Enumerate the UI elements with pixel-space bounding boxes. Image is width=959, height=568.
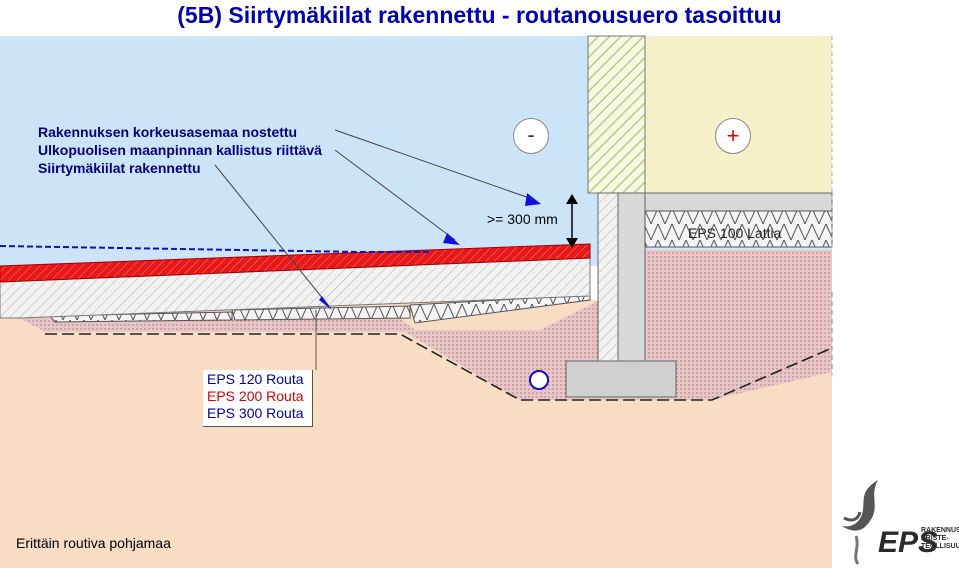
floor-insulation [644,210,833,248]
foundation-insulation [597,192,619,362]
foundation-footing [565,360,677,398]
note-line-2: Ulkopuolisen maanpinnan kallistus riittä… [38,142,322,158]
page-title: (5B) Siirtymäkiilat rakennettu - routano… [177,2,782,28]
wall-insulation [587,35,646,194]
measure-label: >= 300 mm [487,211,558,227]
wedge-insulation-1 [48,311,233,323]
legend-box: EPS 120 Routa EPS 200 Routa EPS 300 Rout… [203,370,313,427]
fill-under-floor [645,250,832,300]
eps-logo: EPS RAKENNUS- ERISTE- TEOLLISUUS [838,478,959,568]
logo-swirl-icon [842,480,878,565]
logo-text: RAKENNUS- ERISTE- TEOLLISUUS [921,527,959,550]
pointer-arrow-3 [319,296,332,310]
legend-item-2: EPS 200 Routa [207,388,304,404]
legend-item-1: EPS 120 Routa [207,371,304,387]
note-line-3: Siirtymäkiilat rakennettu [38,160,201,176]
pointer-arrow-1 [525,193,541,206]
note-line-1: Rakennuksen korkeusasemaa nostettu [38,124,298,140]
drain-pipe [529,370,549,390]
soil-label: Erittäin routiva pohjamaa [16,535,171,551]
floor-slab [644,192,833,212]
logo-mark: EPS [878,526,939,559]
minus-sign: - [513,118,549,154]
floor-label: EPS 100 Lattia [688,225,782,241]
ground-level-line [0,245,430,253]
foundation-wall [617,192,646,362]
plus-sign: + [715,118,751,154]
wedge-insulation-2 [231,305,411,321]
notes-block: Rakennuksen korkeusasemaa nostettu Ulkop… [38,123,322,177]
building-wall [645,36,832,193]
legend-item-3: EPS 300 Routa [207,405,304,421]
red-insulation [0,243,591,283]
pointer-arrow-2 [443,233,460,245]
